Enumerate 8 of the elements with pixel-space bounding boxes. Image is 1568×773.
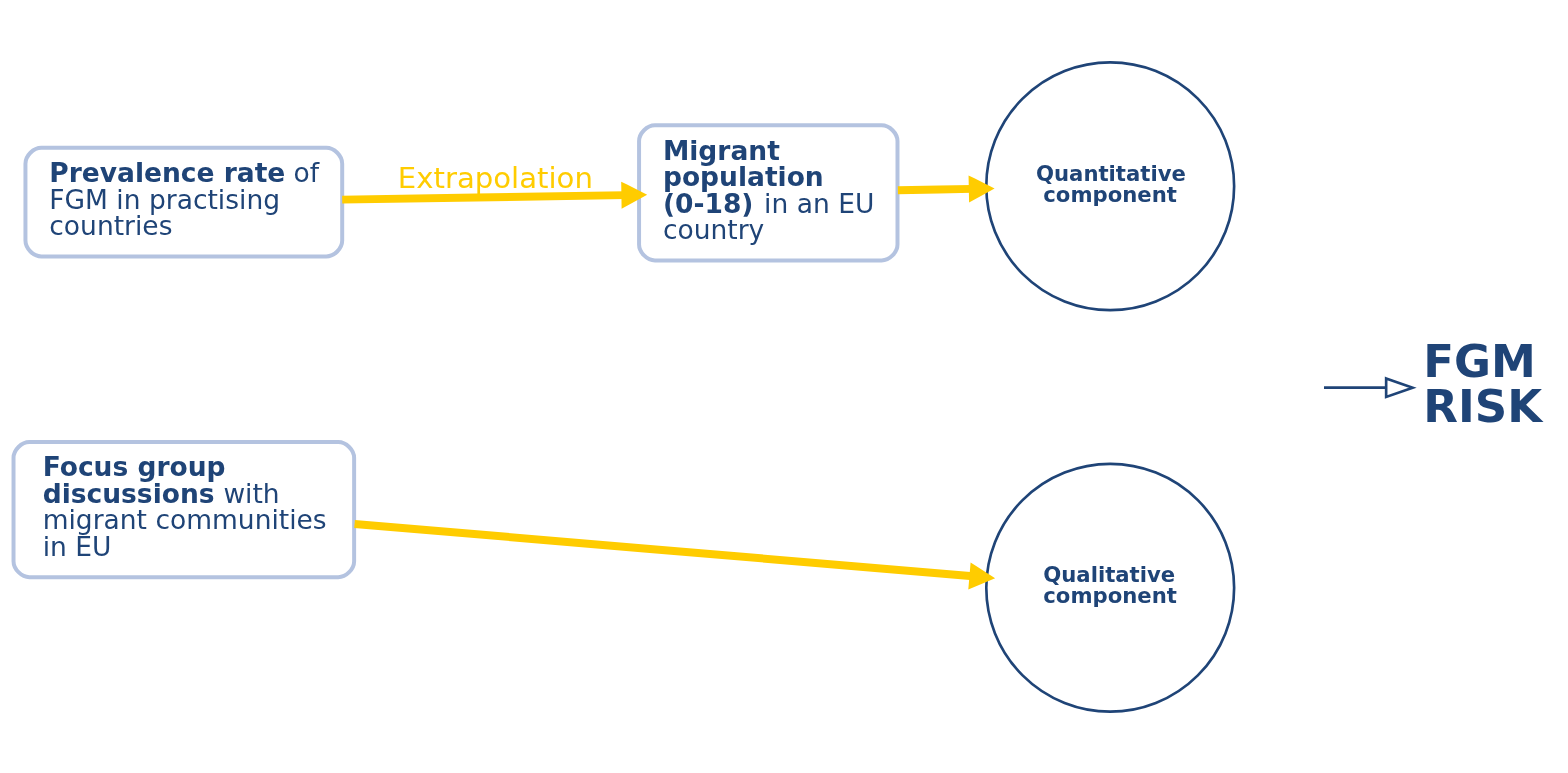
- arrow: [1324, 376, 1417, 399]
- node-box: Migrant population (0-18) in an EU country: [637, 122, 900, 262]
- node-box: Focus group discussions with migrant communities in EU: [11, 439, 357, 579]
- node-circle: Quantitative component: [984, 60, 1236, 311]
- node-text: FGM RISK: [1423, 334, 1543, 433]
- edge-label: Extrapolation: [397, 160, 593, 195]
- node-box: Prevalence rate of FGM in practising countries: [23, 145, 345, 258]
- node-circle: Qualitative component: [984, 462, 1236, 713]
